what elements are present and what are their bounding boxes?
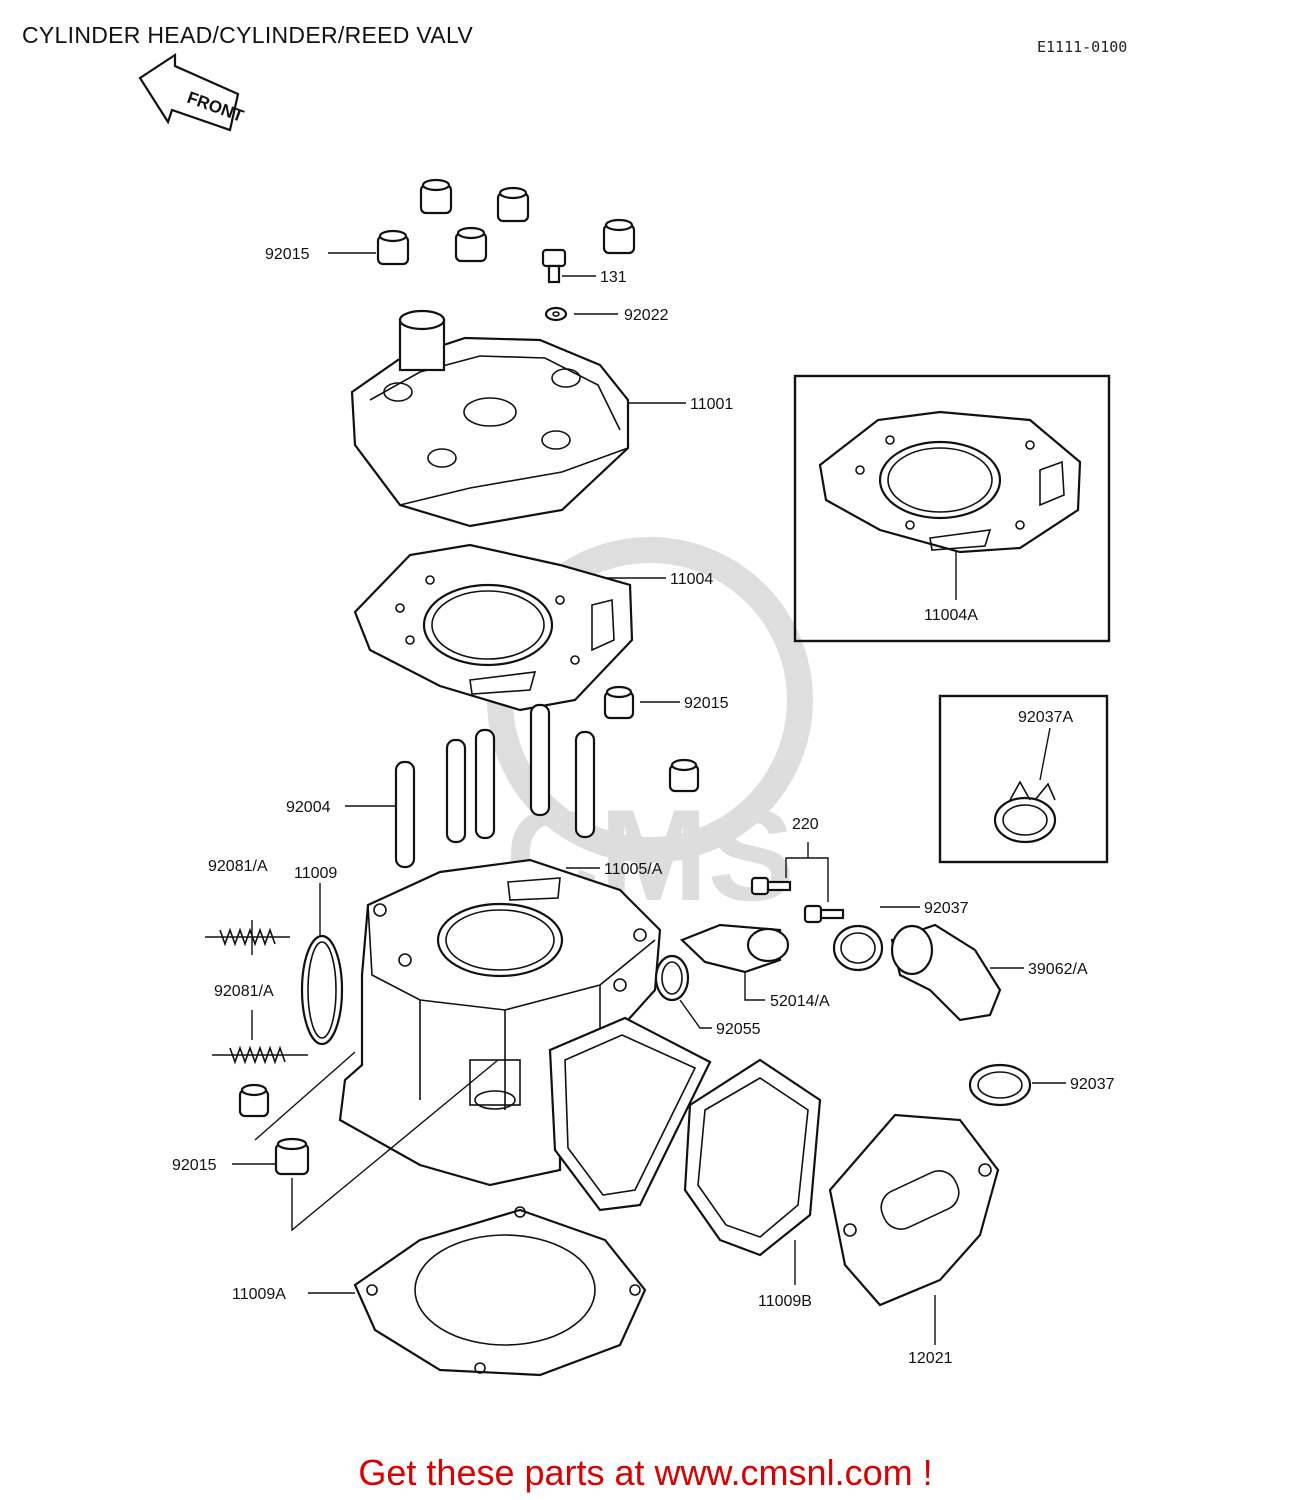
nut-92015[interactable]	[603, 685, 635, 720]
callout-92081a: 92081/A	[214, 983, 274, 1000]
head-nut[interactable]	[419, 178, 453, 215]
callout-92015: 92015	[684, 695, 729, 712]
washer-92022[interactable]	[544, 306, 568, 322]
callout-92055: 92055	[716, 1021, 761, 1038]
callout-11009b: 11009B	[758, 1293, 812, 1310]
callout-12021: 12021	[908, 1350, 953, 1367]
reed-valve-body[interactable]	[548, 1016, 712, 1212]
callout-11004a: 11004A	[924, 607, 978, 624]
callout-131: 131	[600, 269, 627, 286]
inset-box-92037a	[938, 694, 1109, 864]
screw-220[interactable]	[750, 876, 792, 896]
head-gasket-11004[interactable]	[353, 543, 634, 712]
footer-cta-link[interactable]: Get these parts at www.cmsnl.com !	[358, 1452, 933, 1493]
screw-220[interactable]	[803, 904, 845, 924]
stud-92004[interactable]	[529, 703, 551, 817]
cylinder-head[interactable]	[350, 309, 630, 528]
diagram-code: E1111-0100	[1037, 38, 1128, 56]
o-ring-11009[interactable]	[300, 934, 344, 1046]
callout-92037: 92037	[924, 900, 969, 917]
callout-11004: 11004	[670, 571, 713, 588]
spring-92081a[interactable]	[212, 1045, 308, 1065]
callout-92022: 92022	[624, 307, 669, 324]
o-ring-92055[interactable]	[654, 954, 690, 1002]
bolt-131[interactable]	[541, 248, 567, 284]
callout-92081a: 92081/A	[208, 858, 268, 875]
callout-220: 220	[792, 816, 819, 833]
clamp-92037[interactable]	[832, 924, 884, 972]
nut-92015[interactable]	[668, 758, 700, 793]
hose-39062a[interactable]	[890, 923, 1002, 1022]
base-gasket-11009a[interactable]	[353, 1206, 647, 1377]
callout-92037: 92037	[1070, 1076, 1115, 1093]
callout-11009a: 11009A	[232, 1286, 286, 1303]
clamp-92037[interactable]	[968, 1063, 1032, 1107]
stud-92004[interactable]	[574, 730, 596, 839]
stud-92004[interactable]	[474, 728, 496, 840]
head-nut[interactable]	[496, 186, 530, 223]
fitting-52014a[interactable]	[679, 923, 790, 974]
head-gasket-11004a[interactable]	[818, 410, 1082, 554]
callout-11009: 11009	[294, 865, 337, 882]
leader-lines	[232, 252, 1066, 1345]
callout-11005a: 11005/A	[604, 861, 663, 878]
callout-11001: 11001	[690, 396, 733, 413]
head-nut[interactable]	[602, 218, 636, 255]
nut-92015[interactable]	[274, 1137, 310, 1176]
stud-92004[interactable]	[445, 738, 467, 844]
clamp-92037a[interactable]	[993, 780, 1057, 844]
callout-39062a: 39062/A	[1028, 961, 1088, 978]
cylinder-11005a[interactable]	[338, 858, 662, 1187]
reed-gasket-11009b[interactable]	[683, 1058, 822, 1257]
callout-52014a: 52014/A	[770, 993, 830, 1010]
nut-92015[interactable]	[238, 1083, 270, 1118]
spring-92081a[interactable]	[205, 927, 290, 947]
head-nut[interactable]	[454, 226, 488, 263]
head-nut[interactable]	[376, 229, 410, 266]
callout-92004: 92004	[286, 799, 331, 816]
callout-92015: 92015	[265, 246, 310, 263]
front-arrow-icon: FRONT	[138, 52, 247, 132]
callout-92015: 92015	[172, 1157, 217, 1174]
callout-92037a: 92037A	[1018, 709, 1073, 726]
page-title: CYLINDER HEAD/CYLINDER/REED VALV	[22, 22, 473, 48]
inset-box-11004a	[793, 374, 1111, 643]
stud-92004[interactable]	[394, 760, 416, 869]
insulator-12021[interactable]	[828, 1113, 1000, 1307]
